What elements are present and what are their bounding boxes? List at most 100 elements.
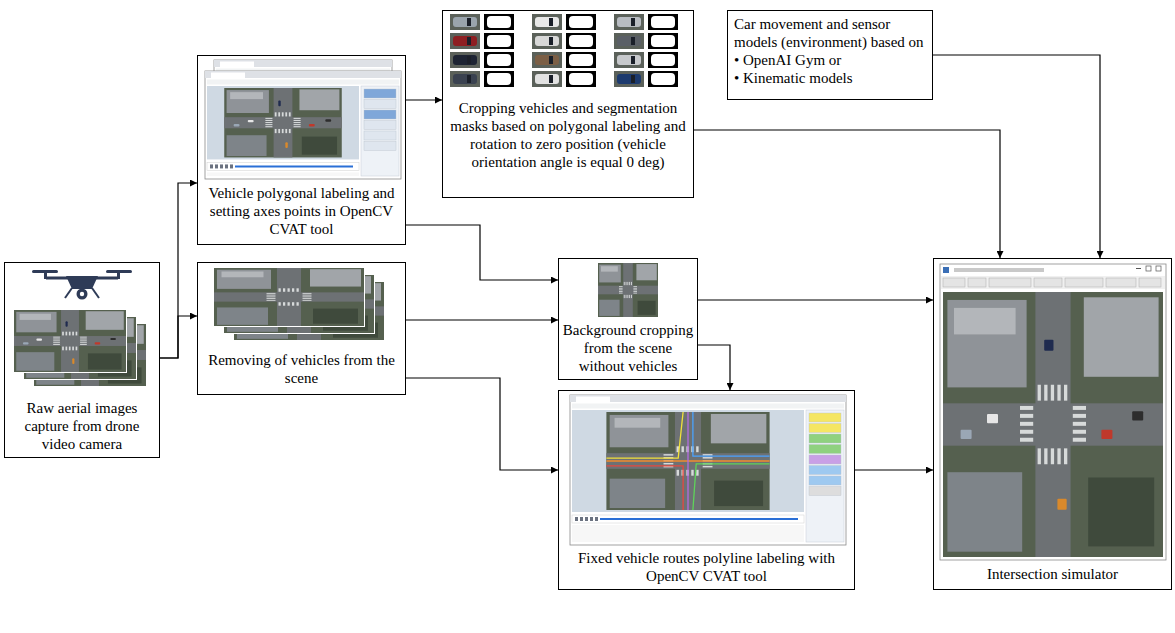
crosswalk [289,129,291,133]
car [1101,430,1112,439]
crosswalk [1073,430,1086,434]
crosswalk [664,454,674,455]
crosswalk [1073,414,1086,418]
vehicle-body [617,74,641,84]
crosswalk [696,470,698,476]
route-polyline [687,412,688,510]
process-box: Vehicle polygonal labeling and setting a… [197,55,406,245]
crosswalk [1020,422,1033,426]
crosswalk [53,342,60,344]
crosswalk [303,292,312,294]
crosswalk [275,129,277,133]
flow-arrow [698,299,933,300]
panel-item [809,445,841,454]
crosswalk [1020,430,1033,434]
crosswalk [1020,406,1033,410]
crosswalk [681,446,683,452]
crosswalk [633,289,637,291]
crosswalk [696,446,698,452]
crosswalk [633,292,637,294]
flow-arrow [698,345,730,390]
panel-item [364,100,396,109]
mask-shape [569,54,593,66]
box-text: Intersection simulator [937,565,1168,583]
toolbar [941,276,1165,289]
flow-arrow [933,55,1100,258]
ground [224,88,342,157]
aerial-image [214,268,364,326]
crosswalk [627,295,629,298]
building [711,414,766,443]
car [987,414,998,423]
vehicle-windshield [631,56,635,64]
process-box: Fixed vehicle routes polyline labeling w… [558,390,855,590]
road [274,88,293,157]
tab-bar [205,71,401,78]
vehicle-crop [450,52,480,68]
simulator-window [940,264,1166,560]
building-roof [954,308,1016,335]
building [86,311,124,330]
car [110,338,116,340]
building [310,269,361,286]
removed-vehicles-illustration [213,267,385,341]
ground [214,268,364,326]
tab [211,73,245,79]
panel-item [364,110,396,119]
crosswalk [282,129,284,133]
building [636,264,656,280]
vehicle-windshield [631,37,635,45]
crosswalk [288,302,290,305]
crosswalk [72,347,74,351]
vehicle-body [453,74,477,84]
mask-shape [651,54,675,66]
tab-bar [214,60,392,67]
toolbar-button [968,278,986,287]
crosswalk [80,336,87,338]
building-roof [230,92,263,99]
segmentation-mask [648,52,678,68]
crops-illustration [450,14,678,87]
segmentation-mask [566,14,596,30]
toolbar-button [989,278,1031,287]
crosswalk [631,282,633,285]
crosswalk [279,288,281,291]
mask-shape [651,73,675,85]
box-text: Car movement and sensor models (environm… [734,15,926,51]
flow-arrow [406,319,558,320]
toolbar-button [1034,278,1062,287]
crosswalk [1044,448,1047,464]
crosswalk [1044,385,1047,401]
crosswalk [703,466,713,467]
segmentation-mask [484,14,514,30]
panel-item [809,466,841,475]
crosswalk [664,463,674,464]
route-polyline [693,412,770,456]
process-box: Raw aerial images capture from drone vid… [4,262,160,458]
building [16,352,54,371]
side-panel [361,86,399,176]
building [947,300,1026,387]
crosswalk [62,347,64,351]
crosswalk [1051,385,1054,401]
cvat-screenshot [205,71,401,179]
address-bar [207,80,399,85]
crosswalk [76,347,78,351]
flow-arrow [160,183,197,358]
crosswalk [265,122,272,123]
canvas [572,410,804,512]
crosswalk [623,282,625,285]
mask-shape [487,73,511,85]
car [961,430,972,439]
car [1044,340,1053,351]
panel-item [364,142,396,151]
player-button [595,517,598,521]
crosswalk [265,118,272,119]
car [278,100,280,106]
flow-arrow [855,469,933,470]
vehicle-body [617,17,641,27]
box-text: Cropping vehicles and segmentation masks… [446,99,690,171]
car [325,119,331,121]
vehicle-crop [614,52,644,68]
